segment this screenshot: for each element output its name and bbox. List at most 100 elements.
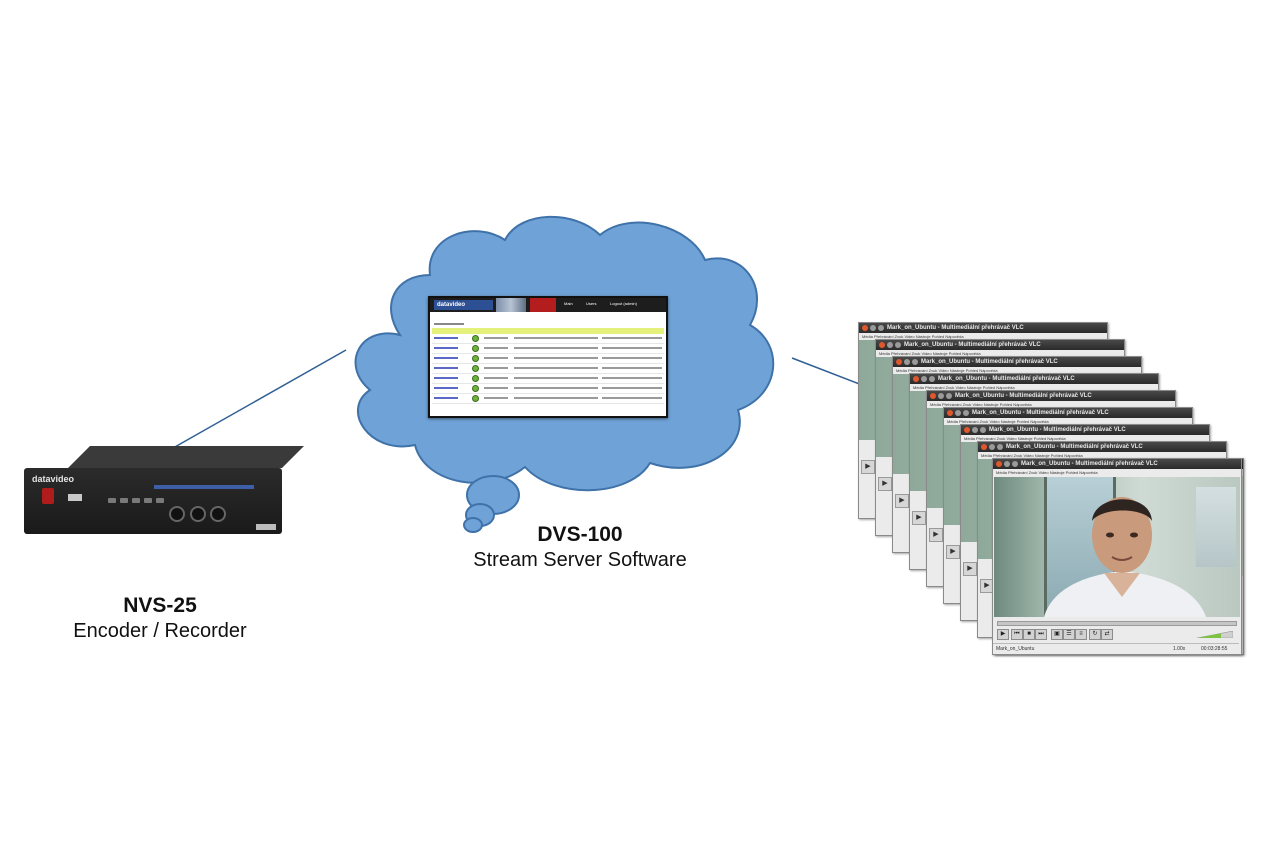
status-ok-icon bbox=[472, 365, 479, 372]
player-titlebar: Mark_on_Ubuntu - Multimediální přehrávač… bbox=[961, 425, 1209, 435]
web-table-row bbox=[432, 344, 664, 354]
play-button[interactable]: ▶ bbox=[929, 528, 943, 542]
loop-button[interactable]: ↻ bbox=[1089, 629, 1101, 640]
status-ok-icon bbox=[472, 385, 479, 392]
close-icon bbox=[947, 410, 953, 416]
shuffle-button[interactable]: ⇄ bbox=[1101, 629, 1113, 640]
row-link bbox=[434, 337, 458, 339]
player-titlebar: Mark_on_Ubuntu - Multimediální přehrávač… bbox=[859, 323, 1107, 333]
maximize-icon bbox=[980, 427, 986, 433]
status-time: 00:03:28:55 bbox=[1201, 646, 1228, 652]
volume-slider[interactable] bbox=[1197, 631, 1233, 638]
prev-button[interactable]: ⏮ bbox=[1011, 629, 1023, 640]
status-speed: 1.00x bbox=[1173, 646, 1186, 652]
encoder-subtitle: Encoder / Recorder bbox=[73, 620, 247, 642]
usb-port-icon bbox=[68, 494, 82, 501]
next-button[interactable]: ⏭ bbox=[1035, 629, 1047, 640]
minimize-icon bbox=[938, 393, 944, 399]
server-web-ui-screenshot: datavideo Main Users Logout (admin) bbox=[428, 296, 668, 418]
status-ok-icon bbox=[472, 355, 479, 362]
player-title: Mark_on_Ubuntu - Multimediální přehrávač… bbox=[955, 393, 1092, 399]
player-menu: Média Přehrávání Zvuk Video Nástroje Poh… bbox=[913, 385, 1015, 390]
web-banner-image bbox=[496, 298, 526, 312]
play-button[interactable]: ▶ bbox=[997, 629, 1009, 640]
minimize-icon bbox=[972, 427, 978, 433]
fullscreen-button[interactable]: ▣ bbox=[1051, 629, 1063, 640]
device-key-icon bbox=[144, 498, 152, 503]
row-text bbox=[484, 337, 508, 339]
web-table-row bbox=[432, 394, 664, 404]
device-front-panel: datavideo bbox=[24, 468, 282, 534]
player-titlebar: Mark_on_Ubuntu - Multimediální přehrávač… bbox=[876, 340, 1124, 350]
extended-button[interactable]: ≡ bbox=[1075, 629, 1087, 640]
status-ok-icon bbox=[472, 395, 479, 402]
device-brand-logo: datavideo bbox=[32, 474, 75, 484]
web-banner-accent bbox=[530, 298, 556, 312]
player-title: Mark_on_Ubuntu - Multimediální přehrávač… bbox=[989, 427, 1126, 433]
player-title: Mark_on_Ubuntu - Multimediální přehrávač… bbox=[1021, 461, 1158, 467]
link-encoder-to-cloud bbox=[165, 349, 347, 453]
play-button[interactable]: ▶ bbox=[946, 545, 960, 559]
row-text bbox=[514, 387, 598, 389]
device-jack-icon bbox=[190, 506, 206, 522]
player-title: Mark_on_Ubuntu - Multimediální přehrávač… bbox=[972, 410, 1109, 416]
device-jack-icon bbox=[210, 506, 226, 522]
power-button-icon bbox=[42, 488, 54, 504]
row-text bbox=[514, 357, 598, 359]
player-title: Mark_on_Ubuntu - Multimediální přehrávač… bbox=[921, 359, 1058, 365]
play-button[interactable]: ▶ bbox=[980, 579, 994, 593]
row-text bbox=[514, 397, 598, 399]
close-icon bbox=[981, 444, 987, 450]
player-titlebar: Mark_on_Ubuntu - Multimediální přehrávač… bbox=[978, 442, 1226, 452]
seek-bar[interactable] bbox=[997, 621, 1237, 626]
maximize-icon bbox=[1012, 461, 1018, 467]
player-menu: Média Přehrávání Zvuk Video Nástroje Poh… bbox=[862, 334, 964, 339]
minimize-icon bbox=[989, 444, 995, 450]
row-link bbox=[434, 377, 458, 379]
player-title: Mark_on_Ubuntu - Multimediální přehrávač… bbox=[1006, 444, 1143, 450]
person-image bbox=[1044, 497, 1206, 617]
player-titlebar: Mark_on_Ubuntu - Multimediální přehrávač… bbox=[944, 408, 1192, 418]
minimize-icon bbox=[1004, 461, 1010, 467]
row-link bbox=[434, 397, 458, 399]
row-text bbox=[602, 377, 662, 379]
device-top-panel bbox=[68, 446, 304, 468]
row-text bbox=[514, 367, 598, 369]
stop-button[interactable]: ■ bbox=[1023, 629, 1035, 640]
maximize-icon bbox=[997, 444, 1003, 450]
row-text bbox=[514, 377, 598, 379]
close-icon bbox=[996, 461, 1002, 467]
web-table-body bbox=[430, 334, 666, 404]
web-page-title bbox=[434, 321, 666, 326]
device-key-icon bbox=[108, 498, 116, 503]
row-text bbox=[484, 387, 508, 389]
play-button[interactable]: ▶ bbox=[878, 477, 892, 491]
row-link bbox=[434, 357, 458, 359]
playlist-button[interactable]: ☰ bbox=[1063, 629, 1075, 640]
server-subtitle: Stream Server Software bbox=[473, 549, 687, 571]
row-text bbox=[484, 347, 508, 349]
player-title: Mark_on_Ubuntu - Multimediální přehrávač… bbox=[938, 376, 1075, 382]
close-icon bbox=[913, 376, 919, 382]
server-title: DVS-100 bbox=[537, 523, 623, 546]
web-nav-item: Main bbox=[564, 301, 573, 306]
device-label-strip bbox=[154, 485, 254, 489]
play-button[interactable]: ▶ bbox=[861, 460, 875, 474]
row-link bbox=[434, 387, 458, 389]
web-table-row bbox=[432, 334, 664, 344]
status-ok-icon bbox=[472, 375, 479, 382]
player-titlebar: Mark_on_Ubuntu - Multimediální přehrávač… bbox=[893, 357, 1141, 367]
web-nav-item: Logout (admin) bbox=[610, 301, 637, 306]
close-icon bbox=[930, 393, 936, 399]
play-button[interactable]: ▶ bbox=[912, 511, 926, 525]
play-button[interactable]: ▶ bbox=[895, 494, 909, 508]
video-frame bbox=[994, 477, 1240, 617]
maximize-icon bbox=[929, 376, 935, 382]
minimize-icon bbox=[955, 410, 961, 416]
encoder-caption: NVS-25 Encoder / Recorder bbox=[40, 594, 280, 643]
device-key-icon bbox=[120, 498, 128, 503]
row-link bbox=[434, 347, 458, 349]
play-button[interactable]: ▶ bbox=[963, 562, 977, 576]
device-key-icon bbox=[132, 498, 140, 503]
minimize-icon bbox=[904, 359, 910, 365]
